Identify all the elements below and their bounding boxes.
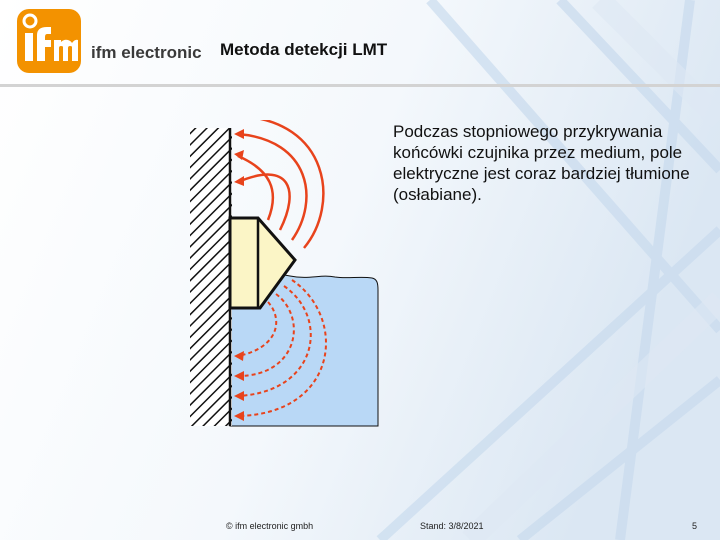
ifm-logo-icon xyxy=(17,9,81,73)
field-arrows-damped xyxy=(234,351,244,421)
field-lines-damped xyxy=(237,279,327,417)
tank-wall xyxy=(190,128,232,426)
sensor-tip xyxy=(228,216,297,310)
brand-name: ifm electronic xyxy=(91,43,202,62)
footer-stand-date: Stand: 3/8/2021 xyxy=(420,521,484,531)
slide-title: Metoda detekcji LMT xyxy=(220,40,388,59)
lmt-detection-diagram xyxy=(190,120,379,427)
footer-copyright: © ifm electronic gmbh xyxy=(226,521,314,531)
header-divider xyxy=(0,84,720,87)
field-arrows-free xyxy=(234,129,244,186)
footer-page-number: 5 xyxy=(692,521,698,531)
field-lines-free xyxy=(237,120,325,249)
description-text: Podczas stopniowego przykrywania końcówk… xyxy=(393,122,690,204)
